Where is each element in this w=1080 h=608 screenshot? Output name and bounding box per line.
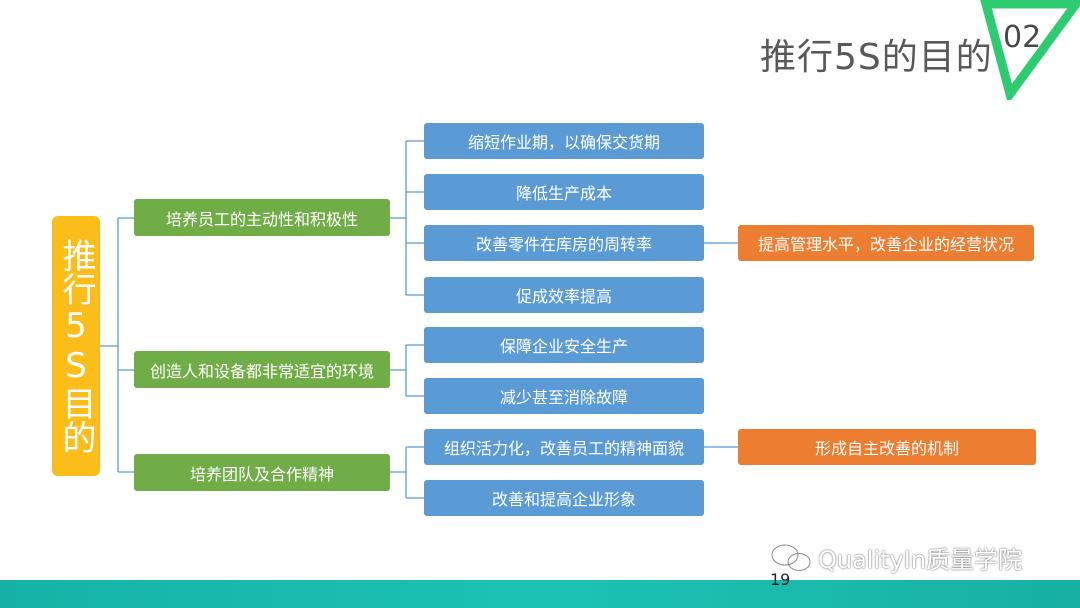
section-number: 02 (1003, 20, 1042, 55)
node-label: 创造人和设备都非常适宜的环境 (149, 361, 374, 381)
level2-node: 降低生产成本 (424, 174, 704, 210)
node-label: 培养员工的主动性和积极性 (165, 209, 358, 229)
root-label: 推行5S目的 (56, 238, 96, 454)
root-node: 推行5S目的 (52, 216, 100, 476)
node-label: 形成自主改善的机制 (814, 439, 959, 458)
wechat-icon (770, 543, 812, 572)
level2-node: 改善和提高企业形象 (424, 480, 704, 516)
watermark-text: QualityIn质量学院 (818, 546, 1023, 574)
level3-node-self-improvement: 形成自主改善的机制 (738, 429, 1036, 465)
level2-node: 促成效率提高 (424, 277, 704, 313)
page-title: 推行5S的目的 (760, 37, 993, 78)
node-label: 提高管理水平，改善企业的经营状况 (757, 235, 1014, 254)
node-label: 改善和提高企业形象 (491, 490, 636, 509)
node-label: 组织活力化，改善员工的精神面貌 (443, 439, 684, 458)
level1-node-environment: 创造人和设备都非常适宜的环境 (134, 351, 390, 388)
level2-node: 保障企业安全生产 (424, 327, 704, 363)
node-label: 培养团队及合作精神 (189, 464, 334, 484)
level2-node: 缩短作业期，以确保交货期 (424, 123, 704, 159)
level1-node-initiative: 培养员工的主动性和积极性 (134, 199, 390, 236)
node-label: 减少甚至消除故障 (499, 388, 628, 407)
badge-triangle-icon (980, 0, 1080, 100)
footer-band (0, 580, 1080, 608)
level2-node: 改善零件在库房的周转率 (424, 225, 704, 261)
level1-node-teamwork: 培养团队及合作精神 (134, 454, 390, 491)
node-label: 缩短作业期，以确保交货期 (467, 133, 660, 152)
node-label: 保障企业安全生产 (499, 337, 628, 356)
node-label: 促成效率提高 (515, 287, 612, 306)
level2-node: 组织活力化，改善员工的精神面貌 (424, 429, 704, 465)
page-number: 19 (770, 570, 791, 589)
node-label: 降低生产成本 (515, 184, 612, 203)
node-label: 改善零件在库房的周转率 (475, 235, 652, 254)
level3-node-management: 提高管理水平，改善企业的经营状况 (738, 225, 1034, 261)
level2-node: 减少甚至消除故障 (424, 378, 704, 414)
